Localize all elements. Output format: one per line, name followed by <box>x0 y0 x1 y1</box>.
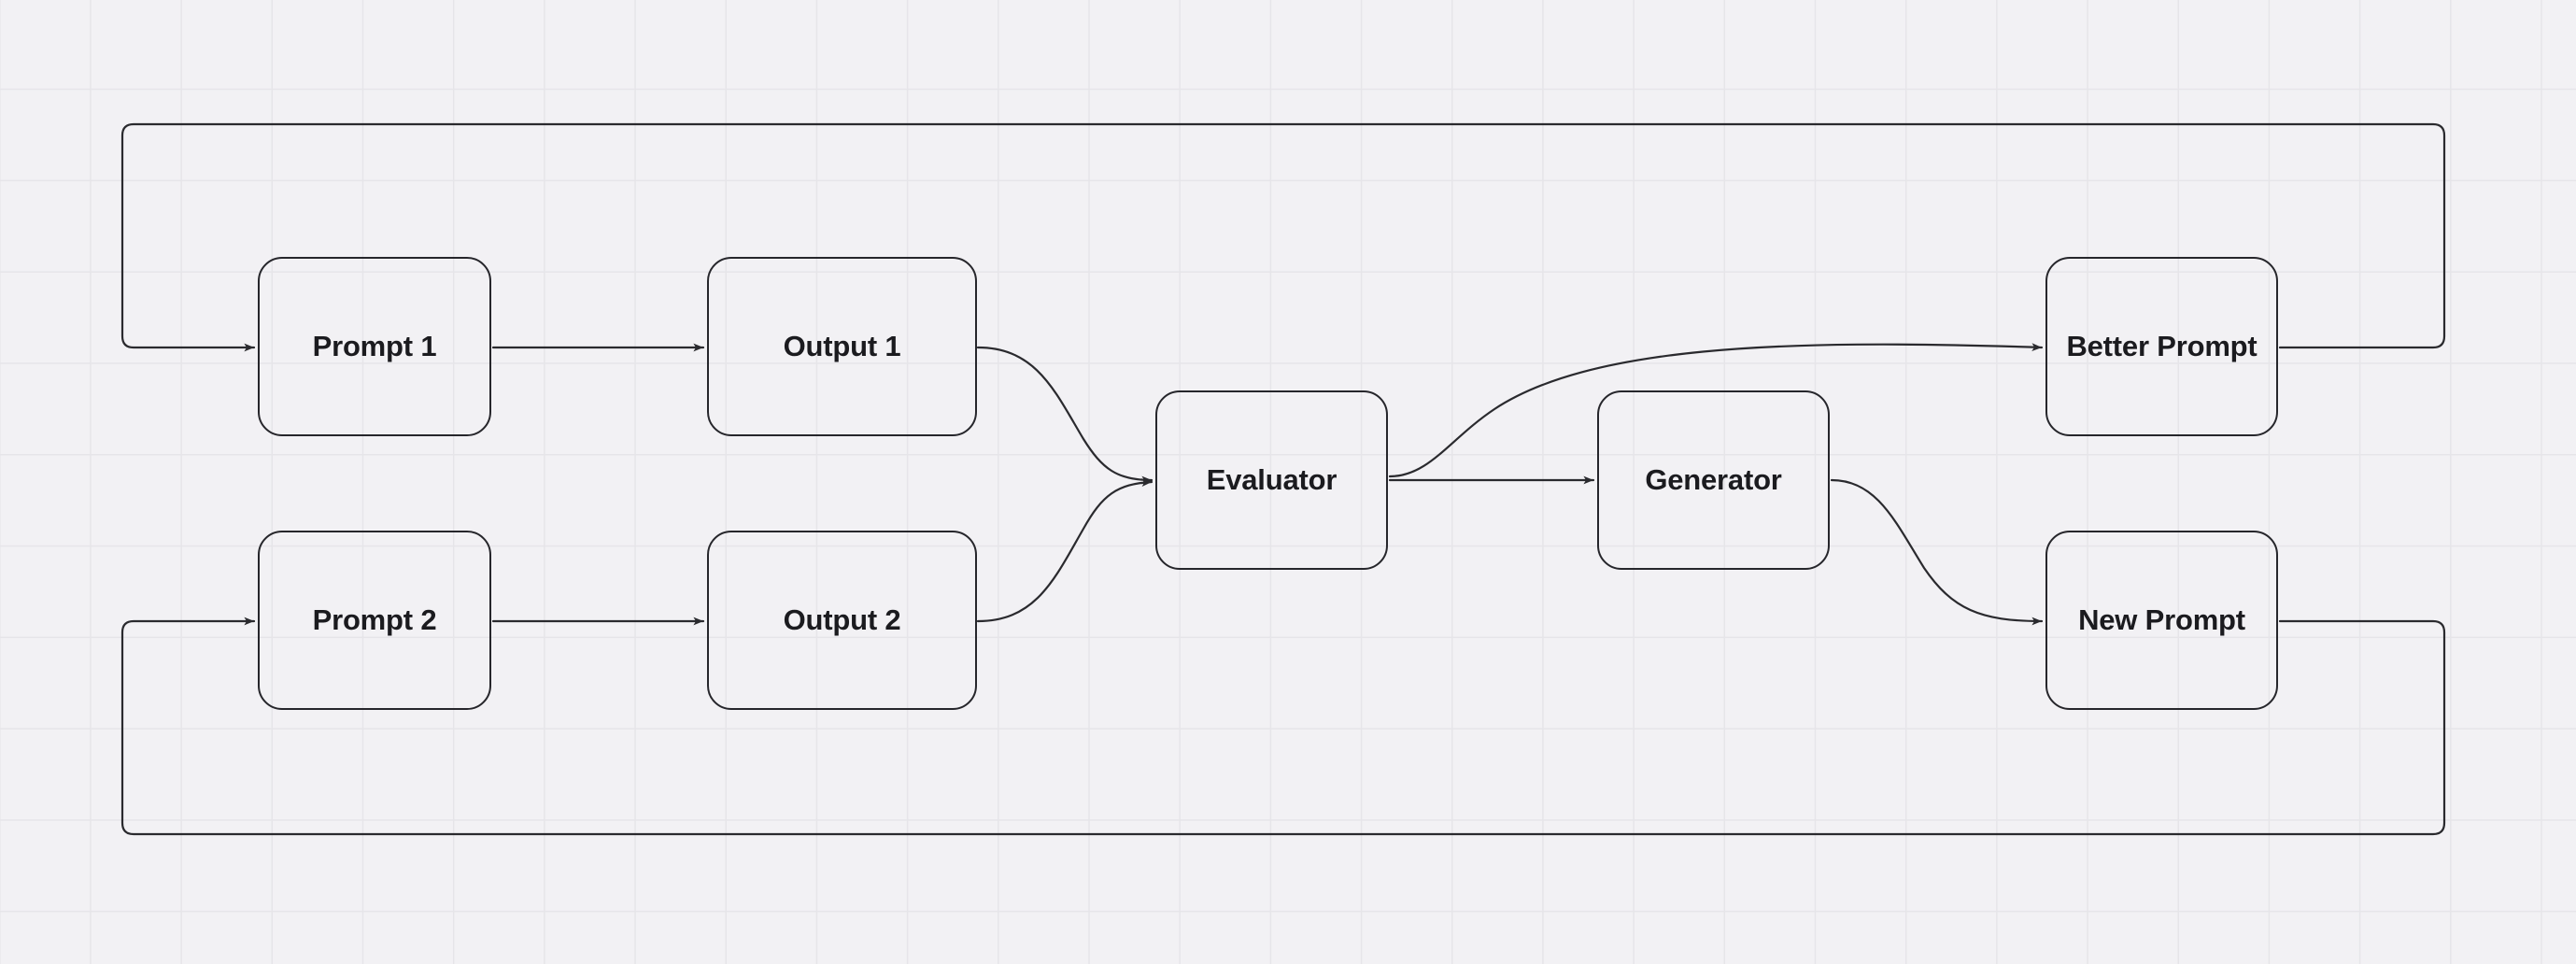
node-label-new-prompt: New Prompt <box>2078 603 2245 636</box>
node-label-prompt-1: Prompt 1 <box>312 330 437 362</box>
edge-output2-evaluator <box>976 478 1154 623</box>
node-label-output-2: Output 2 <box>783 603 901 636</box>
node-label-generator: Generator <box>1645 463 1782 496</box>
node-label-prompt-2: Prompt 2 <box>312 603 437 636</box>
edge-output1-evaluator <box>976 346 1154 485</box>
node-generator[interactable]: Generator <box>1597 390 1830 570</box>
node-label-better-prompt: Better Prompt <box>2066 330 2258 362</box>
node-output-1[interactable]: Output 1 <box>707 257 977 436</box>
node-label-output-1: Output 1 <box>783 330 901 362</box>
node-output-2[interactable]: Output 2 <box>707 531 977 710</box>
node-evaluator[interactable]: Evaluator <box>1155 390 1388 570</box>
node-label-evaluator: Evaluator <box>1206 463 1338 496</box>
node-prompt-2[interactable]: Prompt 2 <box>258 531 491 710</box>
node-new-prompt[interactable]: New Prompt <box>2045 531 2278 710</box>
node-prompt-1[interactable]: Prompt 1 <box>258 257 491 436</box>
node-better-prompt[interactable]: Better Prompt <box>2045 257 2278 436</box>
edge-generator-newprompt <box>1830 478 2044 626</box>
